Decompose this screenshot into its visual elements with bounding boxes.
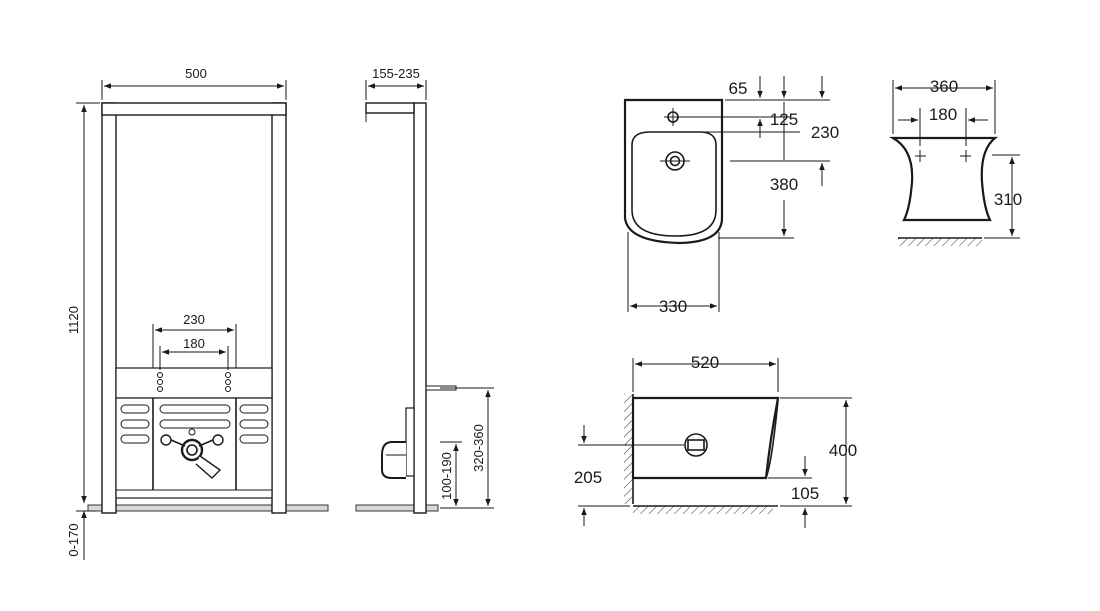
front-floor-hatch [898,238,982,246]
frame-side-view: 155-235 320-360 100-190 [355,66,494,514]
frame-left-upright [101,102,117,514]
side-base-label: 105 [791,484,819,503]
frame-height-dimension: 1120 [66,102,100,503]
front-spacing-label: 180 [929,105,957,124]
front-height-dimension: 310 [984,154,1022,239]
frame-width-label: 500 [185,66,207,81]
frame-inner-spacing-dimension: 180 [159,336,229,370]
top-bowl-label: 230 [811,123,839,142]
side-outlet-label: 205 [574,468,602,487]
side-floor-plate [355,504,439,512]
side-length-label: 520 [691,353,719,372]
side-outlet-dimension: 205 [574,425,684,526]
bidet-front-view: 360 180 310 [888,77,1022,246]
side-height-range-label: 320-360 [471,424,486,472]
side-depth-dimension: 155-235 [365,66,427,100]
front-width-label: 360 [930,77,958,96]
side-wall-hatch [624,394,633,504]
front-spacing-dimension: 180 [898,105,988,146]
frame-width-dimension: 500 [101,66,287,100]
top-depth-dimension: 380 [718,163,825,239]
bidet-bowl-top [631,131,717,237]
frame-lower-panel [115,367,273,399]
frame-height-label: 1120 [66,306,81,334]
side-height-range-dimension: 320-360 [440,387,494,509]
bidet-outline-top [623,98,724,245]
side-length-dimension: 520 [632,353,779,392]
frame-inner-spacing-label: 180 [183,336,205,351]
front-height-label: 310 [994,190,1022,209]
side-siphon [381,441,406,479]
side-height-dimension: 400 [780,397,857,507]
side-outlet [684,433,708,457]
frame-front-view: 500 1120 0-170 230 180 [66,66,329,560]
side-low-range-label: 100-190 [439,452,454,500]
frame-floor-plate [87,504,329,512]
side-base-dimension: 105 [768,456,819,528]
bidet-side-view: 520 400 205 105 [574,353,857,528]
frame-outer-spacing-dimension: 230 [152,312,237,368]
bidet-outline-side [631,396,780,480]
side-upright [413,102,427,514]
top-offset-label: 65 [729,79,748,98]
bidet-top-view: 65 125 230 380 330 [623,76,839,316]
side-height-label: 400 [829,441,857,460]
top-offset-dimension: 65 [725,76,830,101]
floor-adjust-label: 0-170 [66,523,81,556]
top-depth-label: 380 [770,175,798,194]
front-width-dimension: 360 [892,77,996,134]
frame-top-bar [101,102,287,116]
side-depth-label: 155-235 [372,66,420,81]
frame-slots [120,404,269,444]
frame-right-upright [271,102,287,514]
frame-outer-spacing-label: 230 [183,312,205,327]
side-low-range-dimension: 100-190 [439,441,462,506]
side-top-bracket [365,102,415,114]
bidet-outline-front [888,136,999,222]
floor-adjust-dimension: 0-170 [66,510,96,560]
frame-anchor-holes [157,372,231,392]
top-bowl-dimension: 230 [730,102,839,162]
top-width-label: 330 [659,297,687,316]
front-anchor-marks [915,150,971,162]
frame-plumbing [160,428,224,479]
top-width-dimension: 330 [627,232,720,316]
side-floor-hatch [633,506,773,514]
